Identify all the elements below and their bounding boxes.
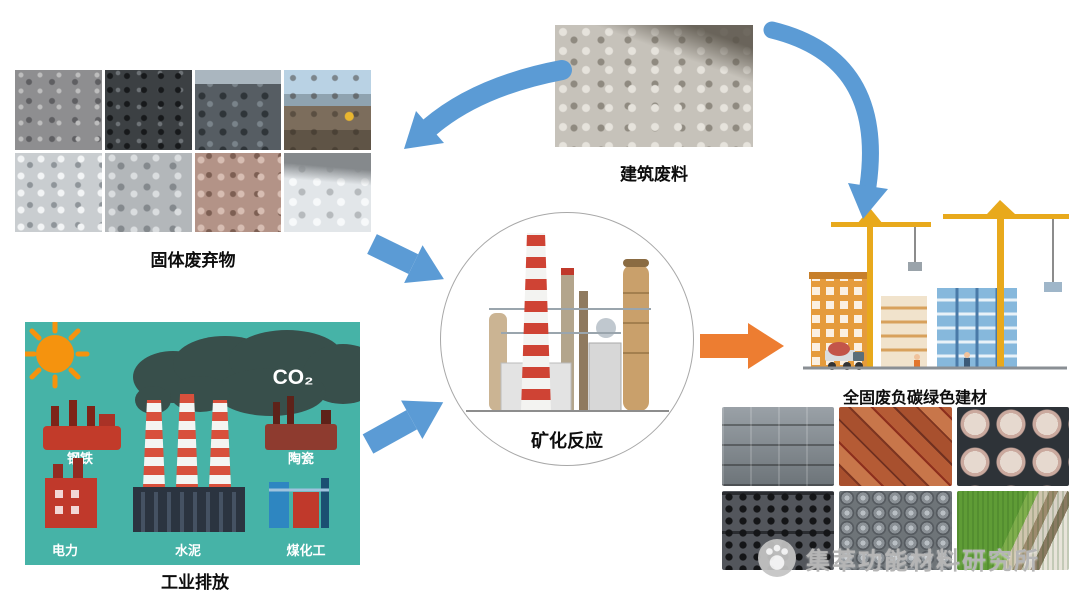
- mineralization-label: 矿化反应: [531, 431, 603, 451]
- industrial-emissions-label: 工业排放: [161, 573, 229, 592]
- sun-icon: [22, 319, 90, 389]
- ceramics-label: 陶瓷: [288, 451, 314, 466]
- arrow-construction-waste-to-solid-waste: [404, 60, 572, 149]
- green-materials-label: 全固废负碳绿色建材: [842, 390, 987, 407]
- solid-waste-photo-grid: [15, 70, 371, 232]
- power-plant-icon: [45, 458, 97, 528]
- waste-photo-4: [284, 70, 371, 150]
- waste-photo-3: [194, 70, 282, 150]
- workers: [914, 352, 970, 369]
- arrow-solid-waste-to-reactor: [367, 234, 444, 284]
- plant-structures: [466, 233, 669, 412]
- waste-photo-8: [284, 152, 371, 232]
- waste-photo-5: [15, 152, 102, 232]
- construction-site-illustration: [795, 200, 1075, 380]
- ceramics-plant-icon: [265, 396, 337, 450]
- buildings: [809, 272, 1017, 368]
- chemical-plant-illustration: [466, 233, 669, 412]
- industrial-emissions-illustration: CO₂ 钢铁: [22, 319, 383, 565]
- product-photo-paving-bricks: [839, 407, 952, 486]
- smoke-cloud: [133, 330, 383, 416]
- arrow-construction-waste-to-green-materials: [763, 21, 888, 219]
- power-label: 电力: [52, 543, 78, 558]
- product-photo-round-blocks: [956, 407, 1069, 486]
- arrow-emissions-to-reactor: [362, 400, 444, 454]
- waste-photo-1: [15, 70, 102, 150]
- cement-plant-icon: [133, 394, 245, 532]
- steel-plant-icon: [43, 400, 121, 450]
- arrow-reactor-to-green-materials: [700, 323, 784, 369]
- cement-label: 水泥: [175, 543, 201, 558]
- construction-waste-label: 建筑废料: [620, 165, 688, 184]
- product-photo-interlocking-blocks: [722, 407, 835, 486]
- coal-chemical-label: 煤化工: [286, 543, 325, 558]
- institute-logo-icon: [758, 539, 796, 577]
- product-photo-green-roof: [956, 491, 1069, 570]
- green-materials-photo-grid: [722, 407, 1069, 570]
- mineralization-circle: 矿化反应: [440, 212, 694, 466]
- coal-chemical-plant-icon: [269, 478, 329, 528]
- construction-waste-photo: [555, 25, 753, 147]
- tower-crane-2: [943, 200, 1069, 368]
- co2-label: CO₂: [273, 366, 314, 389]
- watermark-text: 集萃功能材料研究所: [806, 547, 1040, 575]
- product-photo-aggregate-pellets: [839, 491, 952, 570]
- waste-photo-7: [194, 152, 282, 232]
- solid-waste-label: 固体废弃物: [150, 251, 236, 270]
- waste-photo-2: [104, 70, 192, 150]
- waste-photo-6: [104, 152, 192, 232]
- striped-chimney: [521, 233, 551, 411]
- watermark: 集萃功能材料研究所: [758, 536, 1040, 580]
